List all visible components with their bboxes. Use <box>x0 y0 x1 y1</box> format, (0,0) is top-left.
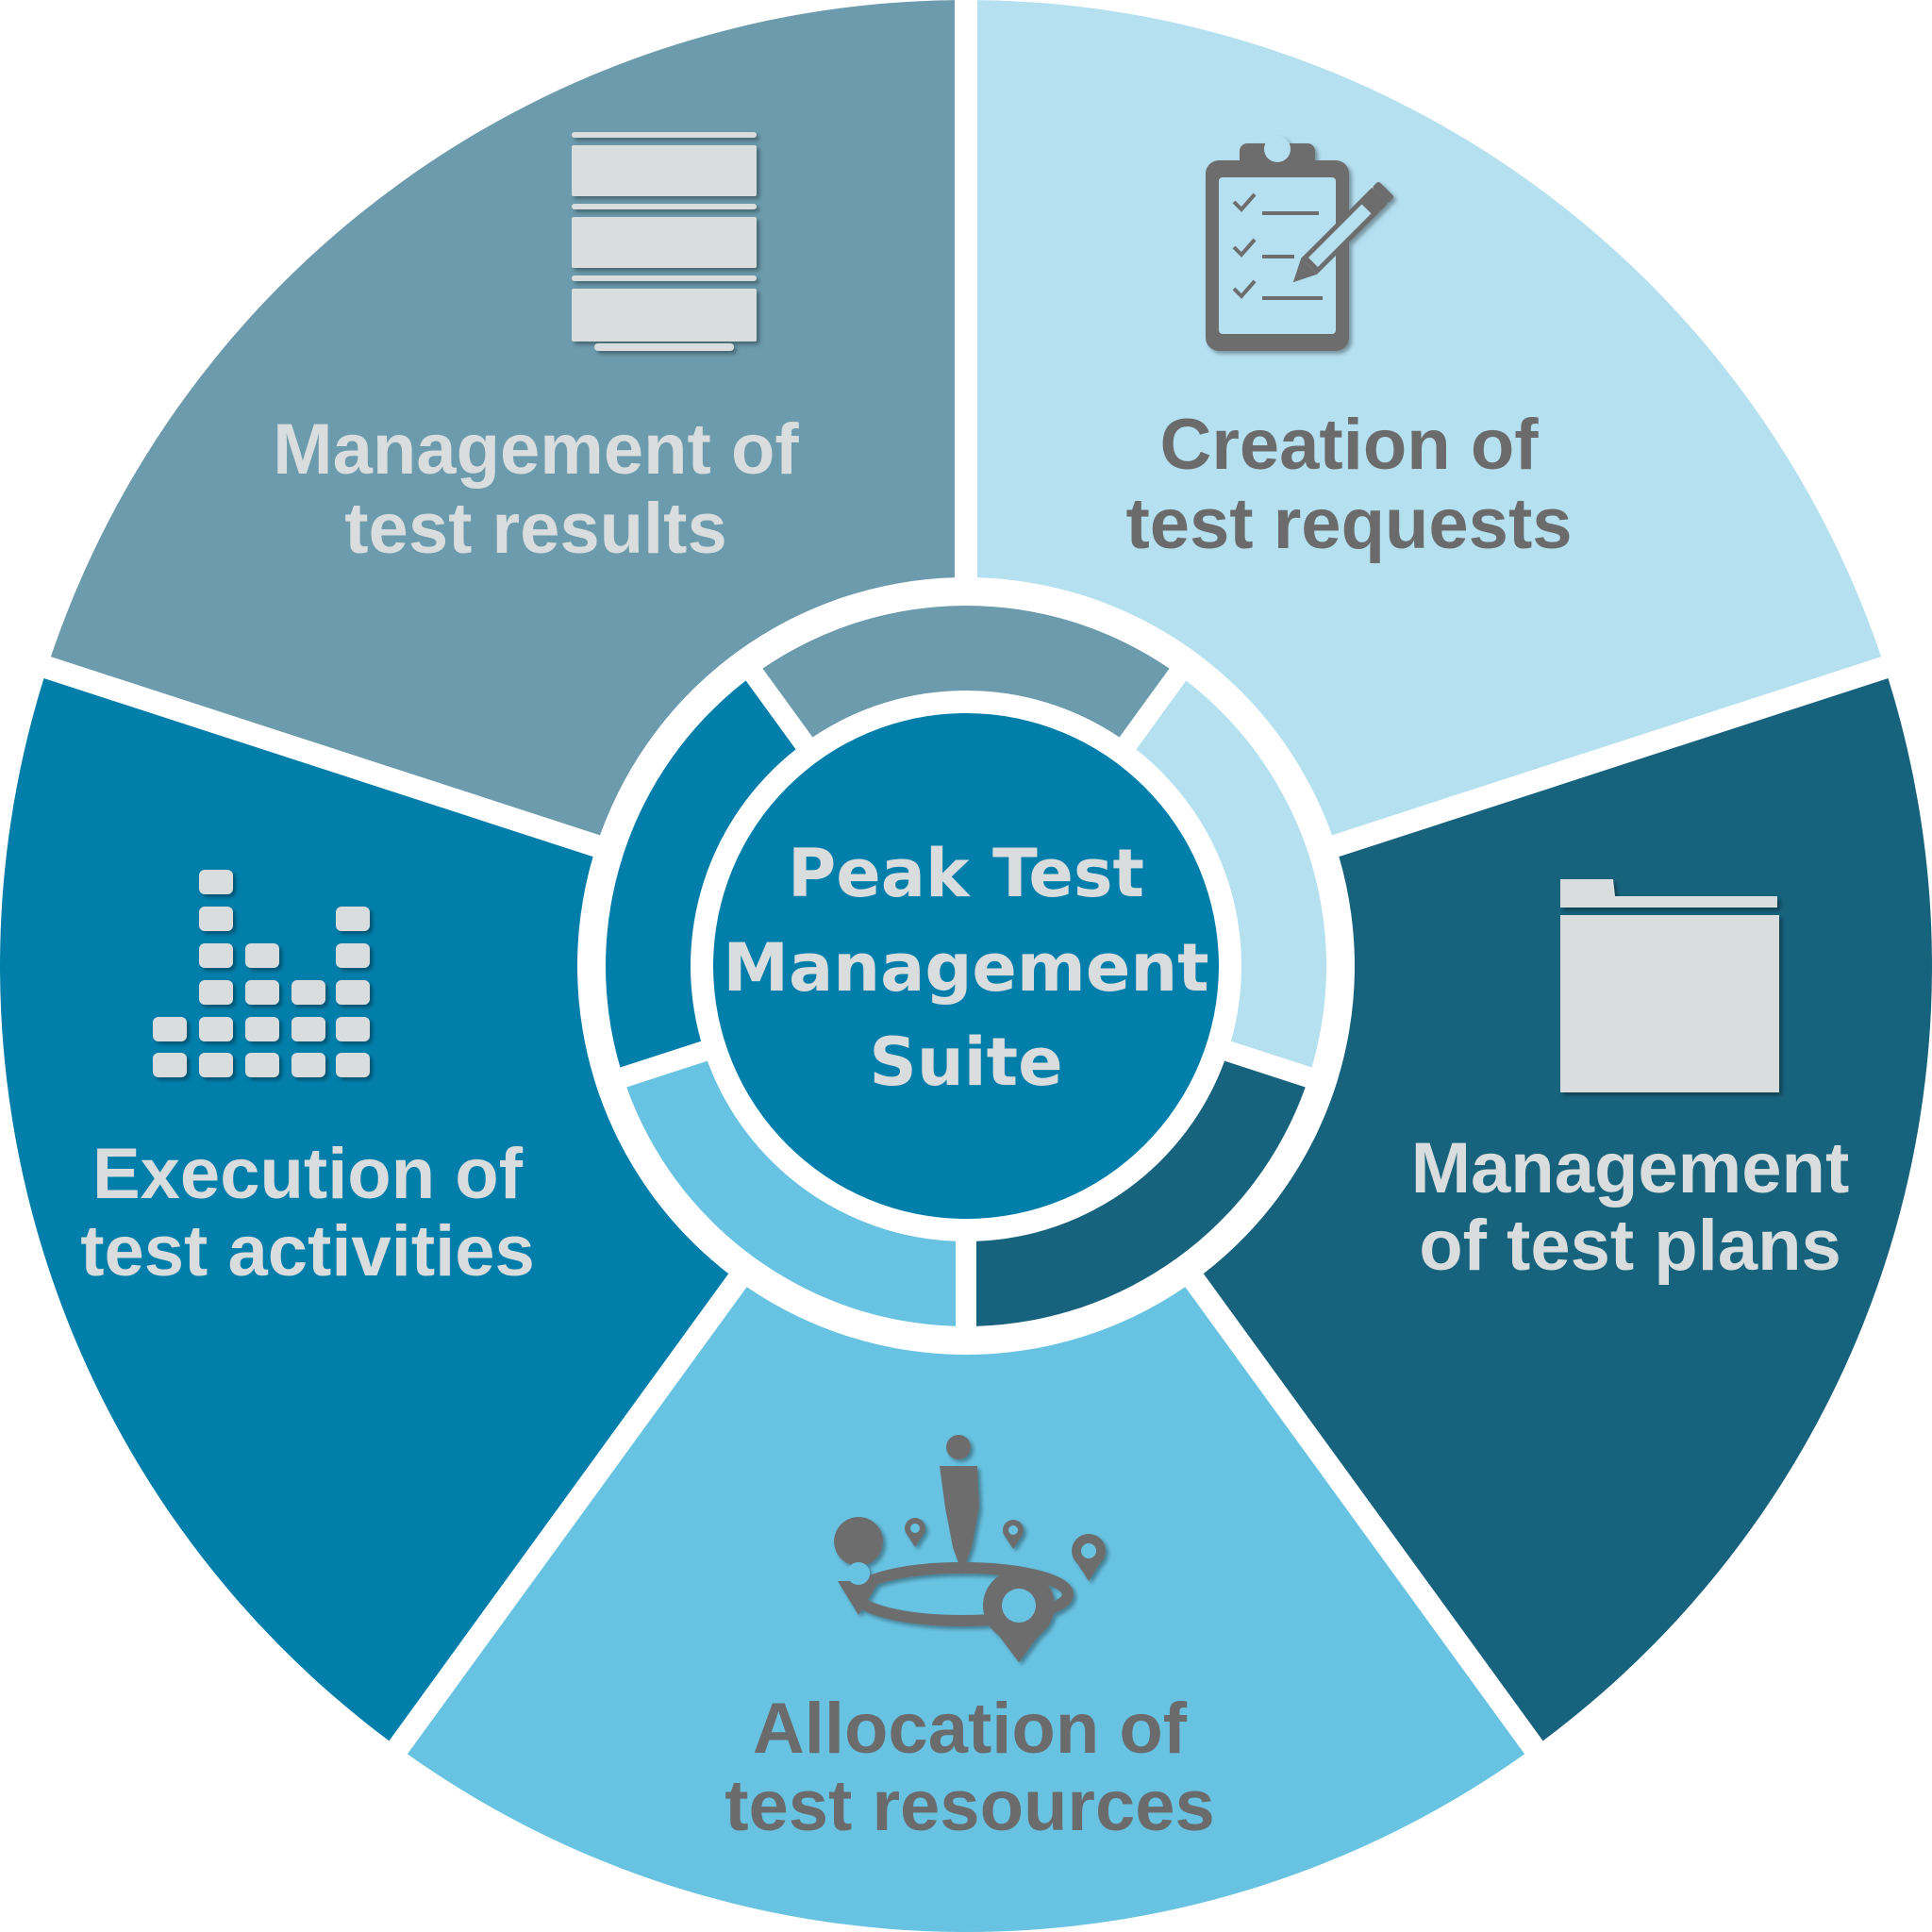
ring-segment-resources <box>626 1060 956 1326</box>
segment-test-activities <box>0 678 729 1741</box>
requests-label-line1: Creation of <box>1159 405 1539 485</box>
ring-segment-requests <box>1136 680 1326 1068</box>
center-circle <box>713 713 1219 1219</box>
segment-test-resources <box>407 1287 1525 1932</box>
plans-label-line1: Management <box>1411 1128 1850 1208</box>
center-title-line2: Management <box>723 929 1208 1007</box>
ring-segment-activities <box>606 680 796 1068</box>
requests-label-line2: test requests <box>1125 484 1572 564</box>
bar-equalizer-icon <box>153 870 370 1077</box>
activities-label-line1: Execution of <box>92 1134 524 1214</box>
resources-label-line2: test resources <box>724 1766 1215 1846</box>
center-title-line1: Peak Test <box>788 835 1144 912</box>
resource-allocation-icon <box>834 1435 1106 1662</box>
center-title-line3: Suite <box>869 1024 1062 1101</box>
activities-label-line2: test activities <box>80 1211 535 1291</box>
clipboard-checklist-icon <box>1206 136 1393 351</box>
ring-segment-results <box>762 606 1170 738</box>
resources-label-line1: Allocation of <box>753 1689 1188 1769</box>
plans-label-line2: of test plans <box>1419 1206 1841 1286</box>
folder-icon <box>1560 879 1779 1092</box>
database-icon <box>572 132 757 351</box>
results-label-line2: test results <box>344 489 727 569</box>
segment-test-requests <box>977 0 1882 836</box>
ring-segment-plans <box>976 1060 1306 1326</box>
results-label-line1: Management of <box>273 409 799 490</box>
